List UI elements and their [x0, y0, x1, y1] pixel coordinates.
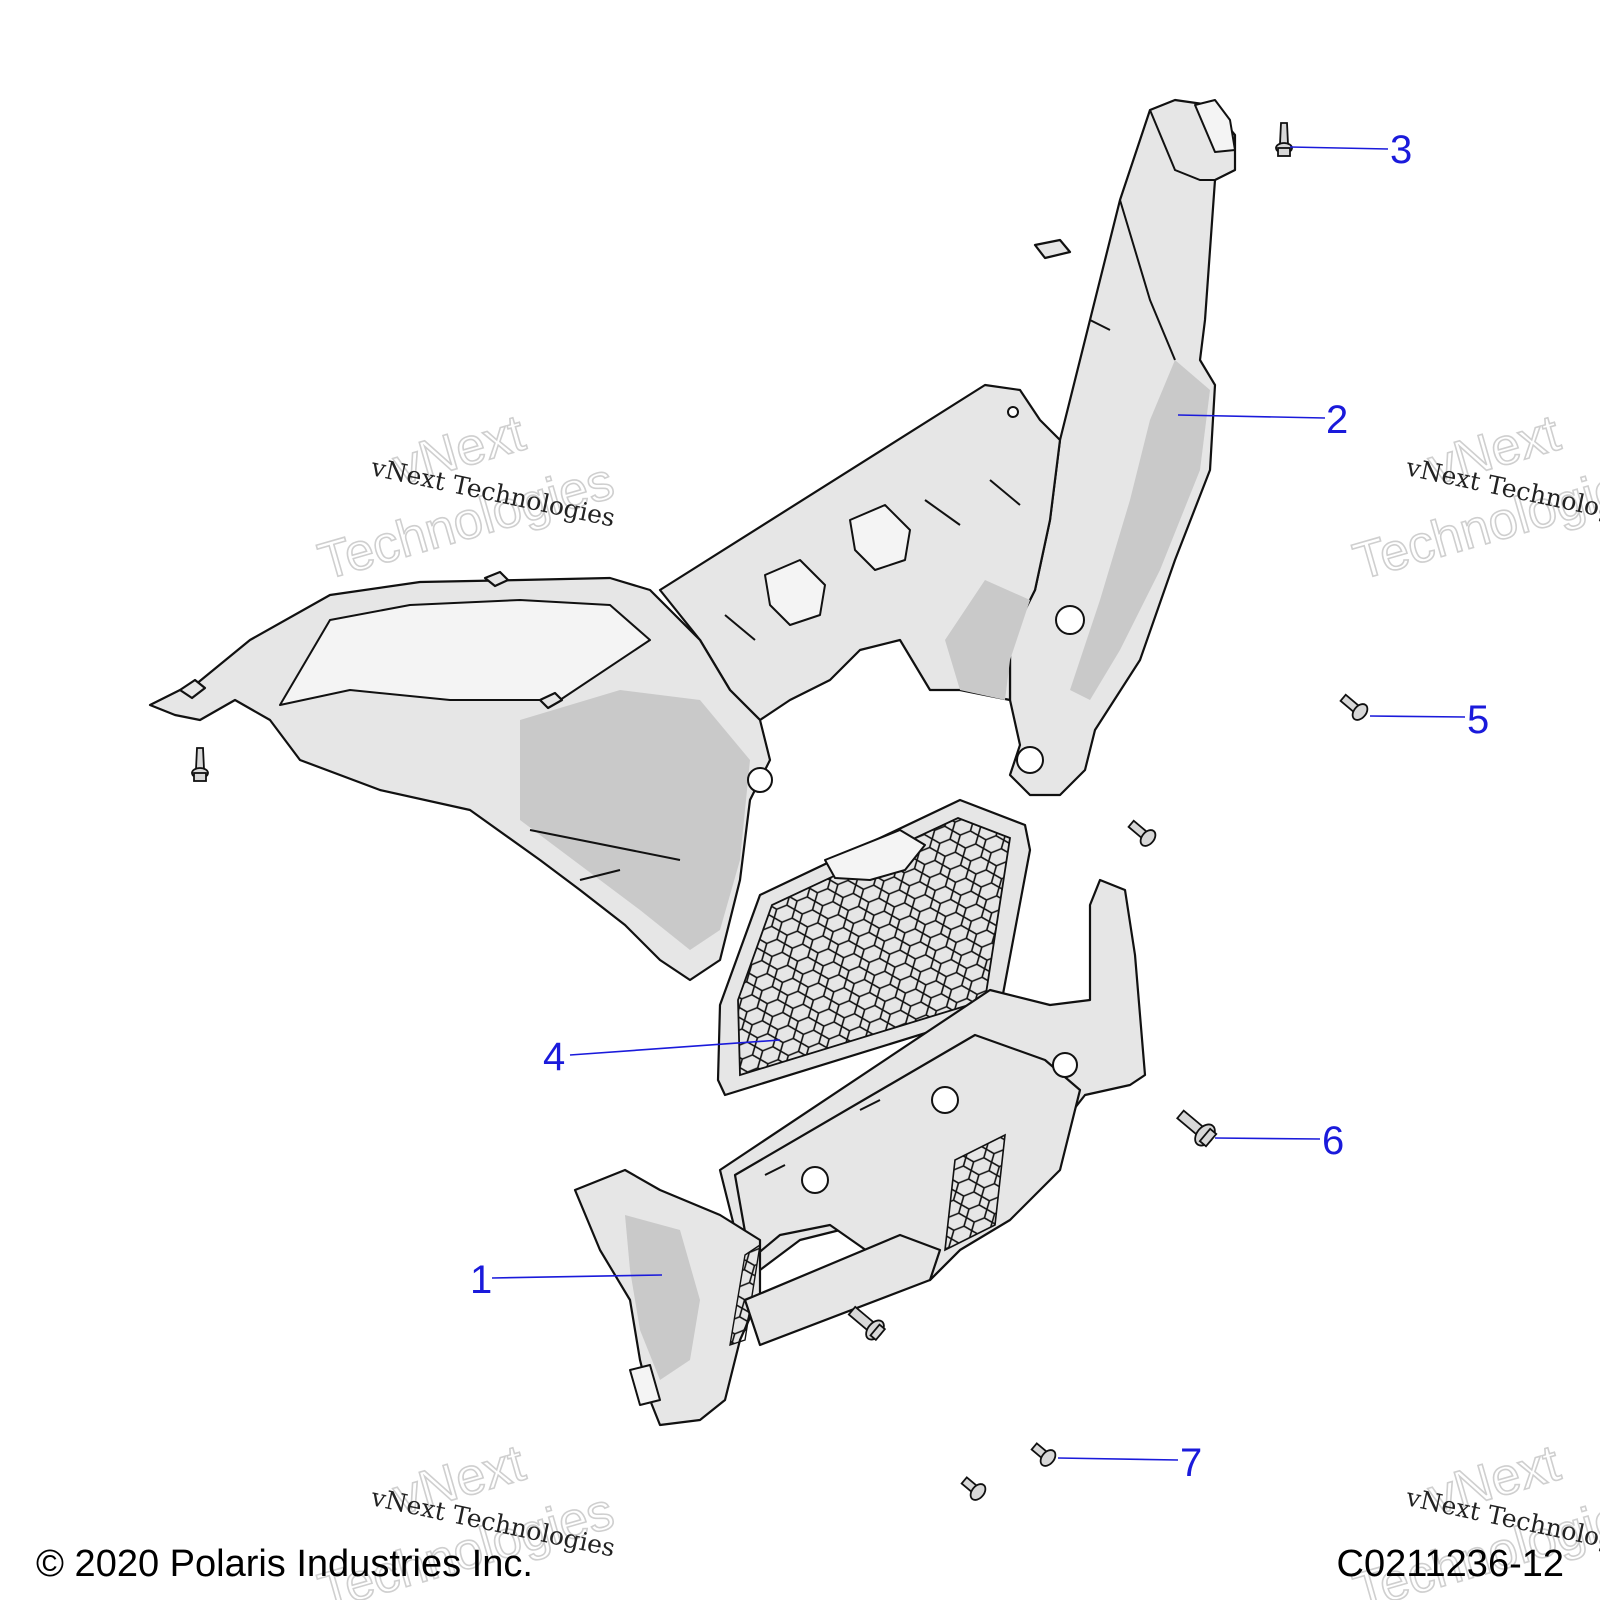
watermark-bottom-left: vNext Technologies vNext Technologies: [312, 1433, 621, 1600]
leader-7: [1057, 1457, 1179, 1461]
copyright-notice: © 2020 Polaris Industries Inc.: [36, 1543, 533, 1585]
part-2-upper-bumper: [148, 98, 1237, 982]
drawing-number: C0211236-12: [1336, 1543, 1564, 1585]
leader-1: [491, 1274, 663, 1279]
fastener-7: [1030, 1442, 1057, 1467]
leader-2: [1177, 414, 1326, 419]
watermark-top-left: vNext Technologies vNext Technologies: [312, 403, 621, 592]
watermark-top-right: vNext Technologies vNext Technologies: [1347, 403, 1600, 592]
fastener-left-wing: [191, 747, 209, 782]
callout-6: 6: [1322, 1119, 1344, 1163]
leader-6: [1214, 1137, 1321, 1140]
leader-4: [569, 1039, 781, 1056]
callout-3: 3: [1390, 128, 1412, 172]
fastener-lower: [847, 1305, 887, 1342]
fastener-6: [1176, 1109, 1218, 1148]
fastener-3: [1275, 122, 1293, 157]
leader-5: [1369, 715, 1466, 718]
callout-4: 4: [543, 1035, 565, 1079]
part-1-lower-bumper: [573, 878, 1147, 1427]
fastener-5: [1339, 693, 1369, 721]
callout-7: 7: [1180, 1441, 1202, 1485]
leader-3: [1289, 146, 1389, 150]
callout-5: 5: [1467, 698, 1489, 742]
fastener-mid: [1127, 819, 1157, 847]
callout-2: 2: [1326, 398, 1348, 442]
fastener-bottom: [960, 1476, 987, 1501]
callout-1: 1: [470, 1258, 492, 1302]
